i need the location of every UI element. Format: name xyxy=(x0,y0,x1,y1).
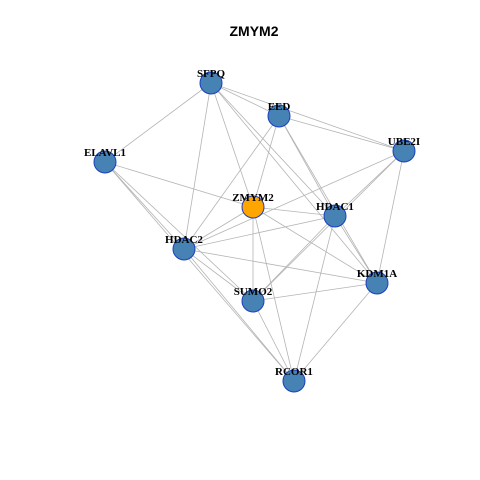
edge-elavl1-sumo2 xyxy=(104,161,254,302)
edge-layer xyxy=(104,82,405,382)
node-eed xyxy=(267,104,291,128)
node-label-elavl1: ELAVL1 xyxy=(84,147,126,159)
edge-ube2i-hdac2 xyxy=(183,150,405,250)
edge-zmym2-hdac2 xyxy=(183,206,254,250)
node-label-rcor1: RCOR1 xyxy=(275,366,313,378)
edge-ube2i-kdm1a xyxy=(376,150,405,284)
node-elavl1 xyxy=(93,150,117,174)
edge-sfpq-kdm1a xyxy=(210,82,378,284)
edge-hdac1-kdm1a xyxy=(334,215,378,284)
node-label-hdac2: HDAC2 xyxy=(165,234,203,246)
edge-sfpq-hdac1 xyxy=(210,82,336,217)
edge-sfpq-eed xyxy=(210,82,280,117)
edge-zmym2-rcor1 xyxy=(252,206,295,382)
node-label-sfpq: SFPQ xyxy=(197,68,226,80)
node-kdm1a xyxy=(365,271,389,295)
edge-elavl1-hdac2 xyxy=(104,161,185,250)
edge-hdac1-hdac2 xyxy=(183,215,336,250)
node-zmym2 xyxy=(241,195,265,219)
node-label-sumo2: SUMO2 xyxy=(234,286,273,298)
node-label-kdm1a: KDM1A xyxy=(357,268,397,280)
edge-eed-kdm1a xyxy=(278,115,378,284)
edge-hdac1-rcor1 xyxy=(293,215,336,382)
edge-eed-hdac2 xyxy=(183,115,280,250)
node-label-zmym2: ZMYM2 xyxy=(232,192,274,204)
node-label-hdac1: HDAC1 xyxy=(316,201,354,213)
edge-hdac2-kdm1a xyxy=(183,248,378,284)
edge-elavl1-rcor1 xyxy=(104,161,295,382)
node-layer xyxy=(93,71,416,393)
edge-elavl1-zmym2 xyxy=(104,161,254,208)
node-rcor1 xyxy=(282,369,306,393)
edge-zmym2-hdac1 xyxy=(252,206,336,217)
graph-title: ZMYM2 xyxy=(230,23,279,39)
node-hdac2 xyxy=(172,237,196,261)
edge-ube2i-hdac1 xyxy=(334,150,405,217)
edge-sumo2-rcor1 xyxy=(252,300,295,382)
node-hdac1 xyxy=(323,204,347,228)
edge-hdac2-sumo2 xyxy=(183,248,254,302)
edge-sfpq-zmym2 xyxy=(210,82,254,208)
edge-hdac1-sumo2 xyxy=(252,215,336,302)
edge-sfpq-elavl1 xyxy=(104,82,212,163)
edge-sfpq-hdac2 xyxy=(183,82,212,250)
node-sfpq xyxy=(199,71,223,95)
edge-kdm1a-rcor1 xyxy=(293,282,378,382)
edge-kdm1a-sumo2 xyxy=(252,282,378,302)
node-label-eed: EED xyxy=(268,101,291,113)
edge-sfpq-ube2i xyxy=(210,82,405,152)
edge-eed-zmym2 xyxy=(252,115,280,208)
node-label-ube2i: UBE2I xyxy=(388,136,420,148)
node-ube2i xyxy=(392,139,416,163)
node-sumo2 xyxy=(241,289,265,313)
edge-eed-ube2i xyxy=(278,115,405,152)
edge-hdac2-rcor1 xyxy=(183,248,295,382)
edge-ube2i-sumo2 xyxy=(252,150,405,302)
edge-zmym2-kdm1a xyxy=(252,206,378,284)
